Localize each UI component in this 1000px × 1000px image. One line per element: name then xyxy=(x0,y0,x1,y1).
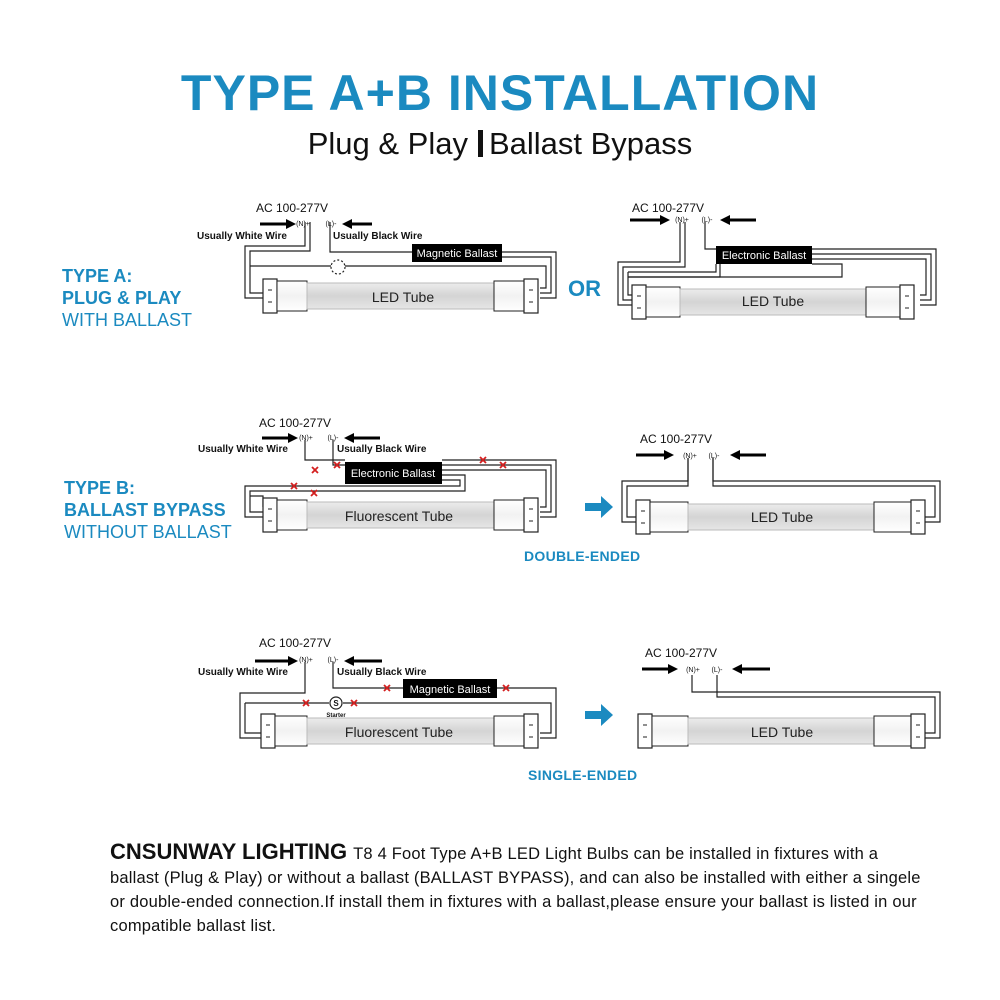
subtitle-plug-play: Plug & Play xyxy=(307,126,468,161)
neutral-label-c1: (N)+ xyxy=(299,657,313,664)
black-wire-label-a1: Usually Black Wire xyxy=(333,231,423,242)
type-a-line3: WITH BALLAST xyxy=(62,310,193,330)
caption-single-ended: SINGLE-ENDED xyxy=(528,767,638,783)
ballast-label-a2: Electronic Ballast xyxy=(722,250,806,262)
live-label-a2: (L)- xyxy=(702,217,714,224)
live-label-b2: (L)- xyxy=(709,453,721,460)
neutral-label-b2: (N)+ xyxy=(683,453,697,460)
ballast-label-b1: Electronic Ballast xyxy=(351,468,435,480)
type-a-line2: PLUG & PLAY xyxy=(62,288,182,308)
cut-marks-b1 xyxy=(290,456,507,497)
diagram-b-electronic-bypass xyxy=(244,440,557,518)
diagram-b-led-double-ended xyxy=(621,458,941,523)
diagram-c-led-single-ended xyxy=(691,675,941,739)
neutral-label-c2: (N)+ xyxy=(686,667,700,674)
ballast-label-c1: Magnetic Ballast xyxy=(410,684,491,696)
diagram-a-electronic xyxy=(617,222,937,306)
diagram-b-led-double-tube: LED Tube AC 100-277V (N)+ (L)- xyxy=(635,432,926,535)
tube-label-b2: LED Tube xyxy=(751,509,813,525)
footer-text: T8 4 Foot Type A+B LED Light Bulbs can b… xyxy=(110,845,921,935)
diagram-c-magnetic-tube: Fluorescent Tube Magnetic Ballast S Star… xyxy=(198,636,539,749)
page-title: TYPE A+B INSTALLATION xyxy=(180,65,820,121)
ballast-label-a1: Magnetic Ballast xyxy=(417,248,498,260)
type-b-line1: TYPE B: xyxy=(64,478,136,498)
ac-label-a1: AC 100-277V xyxy=(256,201,328,215)
or-label: OR xyxy=(568,276,601,301)
starter-symbol-c1: S xyxy=(333,699,339,708)
live-label-b1: (L)- xyxy=(328,435,340,442)
type-a-line1: TYPE A: xyxy=(62,266,133,286)
diagram-a-magnetic-tube: LED Tube Magnetic Ballast AC 100-277V (N… xyxy=(197,201,539,314)
type-b-line3: WITHOUT BALLAST xyxy=(64,522,232,542)
ac-label-b1: AC 100-277V xyxy=(259,416,331,430)
diagram-c-magnetic-bypass xyxy=(239,662,557,739)
subtitle-ballast-bypass: Ballast Bypass xyxy=(488,126,693,161)
type-a-label: TYPE A: PLUG & PLAY WITH BALLAST xyxy=(62,265,192,331)
brand-name: CNSUNWAY LIGHTING xyxy=(110,839,348,864)
neutral-label-a2: (N)+ xyxy=(675,217,689,224)
neutral-label-a1: (N)+ xyxy=(296,221,310,228)
ac-label-c2: AC 100-277V xyxy=(645,646,717,660)
neutral-label-b1: (N)+ xyxy=(299,435,313,442)
tube-label-b1: Fluorescent Tube xyxy=(345,508,453,524)
caption-double-ended: DOUBLE-ENDED xyxy=(524,548,641,564)
diagram-c-led-single-tube: LED Tube AC 100-277V (N)+ (L)- xyxy=(637,646,926,749)
tube-label-a2: LED Tube xyxy=(742,293,804,309)
starter-icon xyxy=(329,696,343,710)
type-b-label: TYPE B: BALLAST BYPASS WITHOUT BALLAST xyxy=(64,477,232,543)
ac-label-c1: AC 100-277V xyxy=(259,636,331,650)
diagram-b-electronic-tube: Fluorescent Tube Electronic Ballast AC 1… xyxy=(198,416,539,533)
tube-label-c1: Fluorescent Tube xyxy=(345,724,453,740)
white-wire-label-c1: Usually White Wire xyxy=(198,667,288,678)
diagram-a-magnetic xyxy=(244,222,557,299)
arrow-right-icon xyxy=(585,496,613,518)
page-subtitle: Plug & Play Ballast Bypass xyxy=(0,126,1000,162)
tube-label-a1: LED Tube xyxy=(372,289,434,305)
cut-marks-c1 xyxy=(302,684,510,707)
live-label-c2: (L)- xyxy=(712,667,724,674)
white-wire-label-a1: Usually White Wire xyxy=(197,231,287,242)
ac-label-b2: AC 100-277V xyxy=(640,432,712,446)
white-wire-label-b1: Usually White Wire xyxy=(198,444,288,455)
live-label-a1: (L)- xyxy=(326,221,338,228)
subtitle-divider xyxy=(477,130,483,157)
type-b-line2: BALLAST BYPASS xyxy=(64,500,226,520)
black-wire-label-c1: Usually Black Wire xyxy=(337,667,427,678)
arrow-right-icon xyxy=(585,704,613,726)
starter-label-c1: Starter xyxy=(326,713,346,719)
tube-label-c2: LED Tube xyxy=(751,724,813,740)
live-label-c1: (L)- xyxy=(328,657,340,664)
black-wire-label-b1: Usually Black Wire xyxy=(337,444,427,455)
diagram-a-electronic-tube: LED Tube Electronic Ballast AC 100-277V … xyxy=(630,201,915,320)
ac-label-a2: AC 100-277V xyxy=(632,201,704,215)
